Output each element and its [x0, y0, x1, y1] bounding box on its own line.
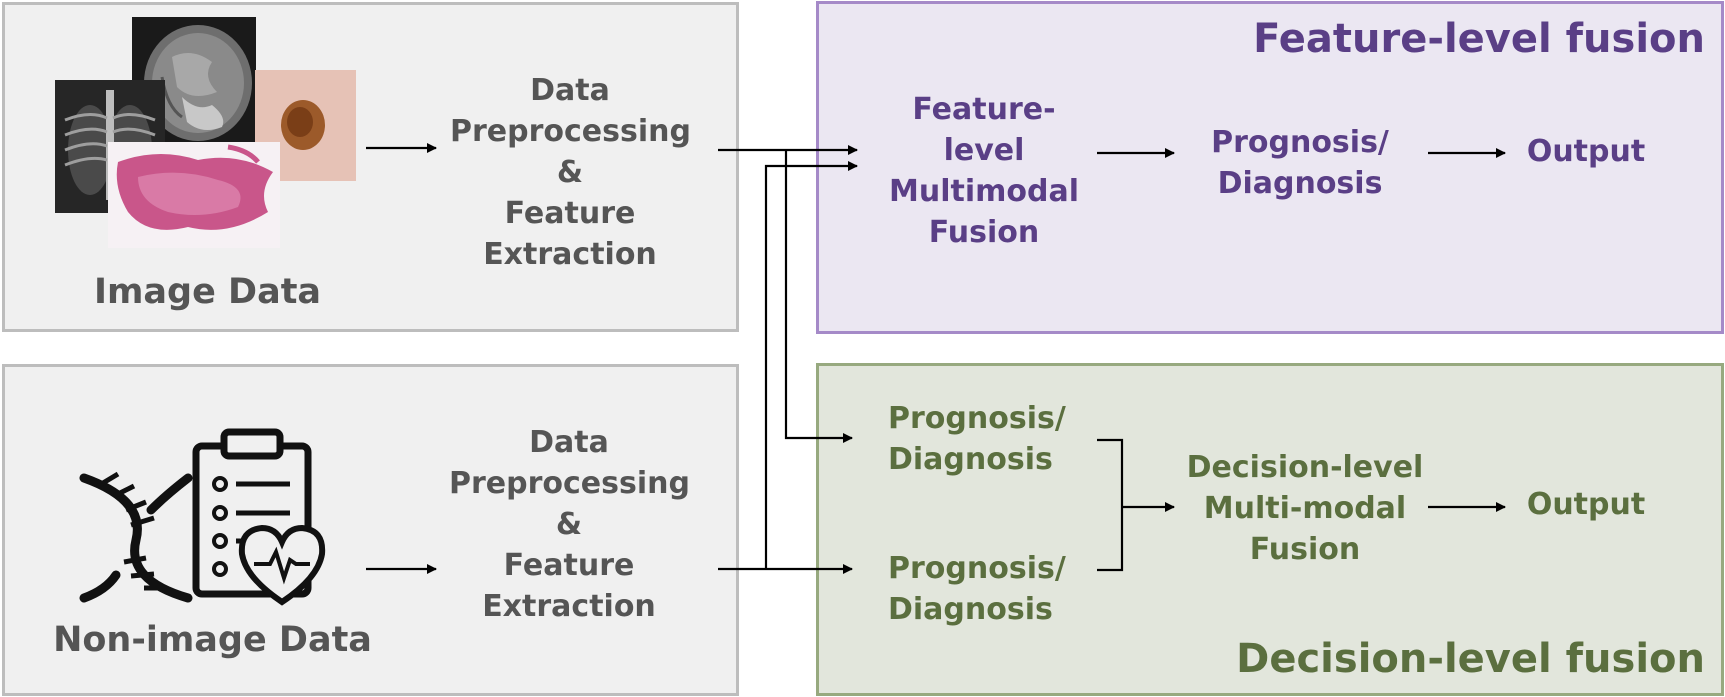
- fusion-line: level: [943, 133, 1025, 168]
- step-line: Preprocessing: [449, 466, 690, 501]
- nonimage-preprocessing-step: Data Preprocessing & Feature Extraction: [449, 422, 690, 627]
- clipboard-icon: [192, 428, 312, 598]
- fusion-line: Decision-level: [1186, 450, 1424, 485]
- step-line: &: [556, 155, 584, 190]
- prognosis-line: Prognosis/: [1211, 125, 1389, 160]
- image-data-label: Image Data: [93, 272, 322, 312]
- fusion-line: Feature-: [912, 92, 1056, 127]
- step-line: Feature: [503, 548, 635, 583]
- fusion-line: Multi-modal: [1203, 491, 1407, 526]
- non-image-data-label: Non-image Data: [53, 620, 372, 660]
- dna-icon: [79, 471, 193, 603]
- prognosis-line: Diagnosis: [888, 592, 1053, 627]
- feature-level-fusion-title: Feature-level fusion: [1253, 16, 1705, 62]
- step-line: Data: [529, 425, 609, 460]
- step-line: Preprocessing: [450, 114, 691, 149]
- decision-level-fusion-title: Decision-level fusion: [1236, 636, 1705, 682]
- fusion-line: Fusion: [928, 215, 1040, 250]
- step-line: Feature: [504, 196, 636, 231]
- bracket-decision-merge: [1097, 438, 1124, 572]
- arrow-image-features-to-decision-top: [784, 150, 853, 443]
- fusion-line: Fusion: [1249, 532, 1361, 567]
- arrow-nonimage-features-to-feature-fusion: [764, 161, 858, 569]
- prognosis-line: Diagnosis: [1217, 166, 1383, 201]
- decision-output: Output: [1526, 487, 1646, 522]
- non-image-data-panel: [2, 364, 739, 696]
- histology-slide-icon: [108, 142, 280, 248]
- fusion-line: Multimodal: [889, 174, 1079, 209]
- image-preprocessing-step: Data Preprocessing & Feature Extraction: [450, 70, 691, 275]
- prognosis-line: Prognosis/: [888, 401, 1066, 436]
- step-line: Extraction: [483, 237, 657, 272]
- feature-output: Output: [1526, 134, 1646, 169]
- step-line: Data: [530, 73, 610, 108]
- decision-prognosis-diagnosis-top: Prognosis/ Diagnosis: [888, 398, 1068, 480]
- decision-level-multimodal-fusion: Decision-level Multi-modal Fusion: [1180, 447, 1430, 570]
- step-line: &: [555, 507, 583, 542]
- decision-prognosis-diagnosis-bottom: Prognosis/ Diagnosis: [888, 548, 1068, 630]
- prognosis-line: Diagnosis: [888, 442, 1053, 477]
- decision-level-fusion-panel: [816, 363, 1724, 696]
- feature-level-multimodal-fusion: Feature- level Multimodal Fusion: [884, 89, 1084, 253]
- step-line: Extraction: [482, 589, 656, 624]
- feature-level-fusion-panel: [816, 1, 1724, 334]
- heart-pulse-icon: [238, 524, 326, 606]
- prognosis-line: Prognosis/: [888, 551, 1066, 586]
- feature-prognosis-diagnosis: Prognosis/ Diagnosis: [1190, 122, 1410, 204]
